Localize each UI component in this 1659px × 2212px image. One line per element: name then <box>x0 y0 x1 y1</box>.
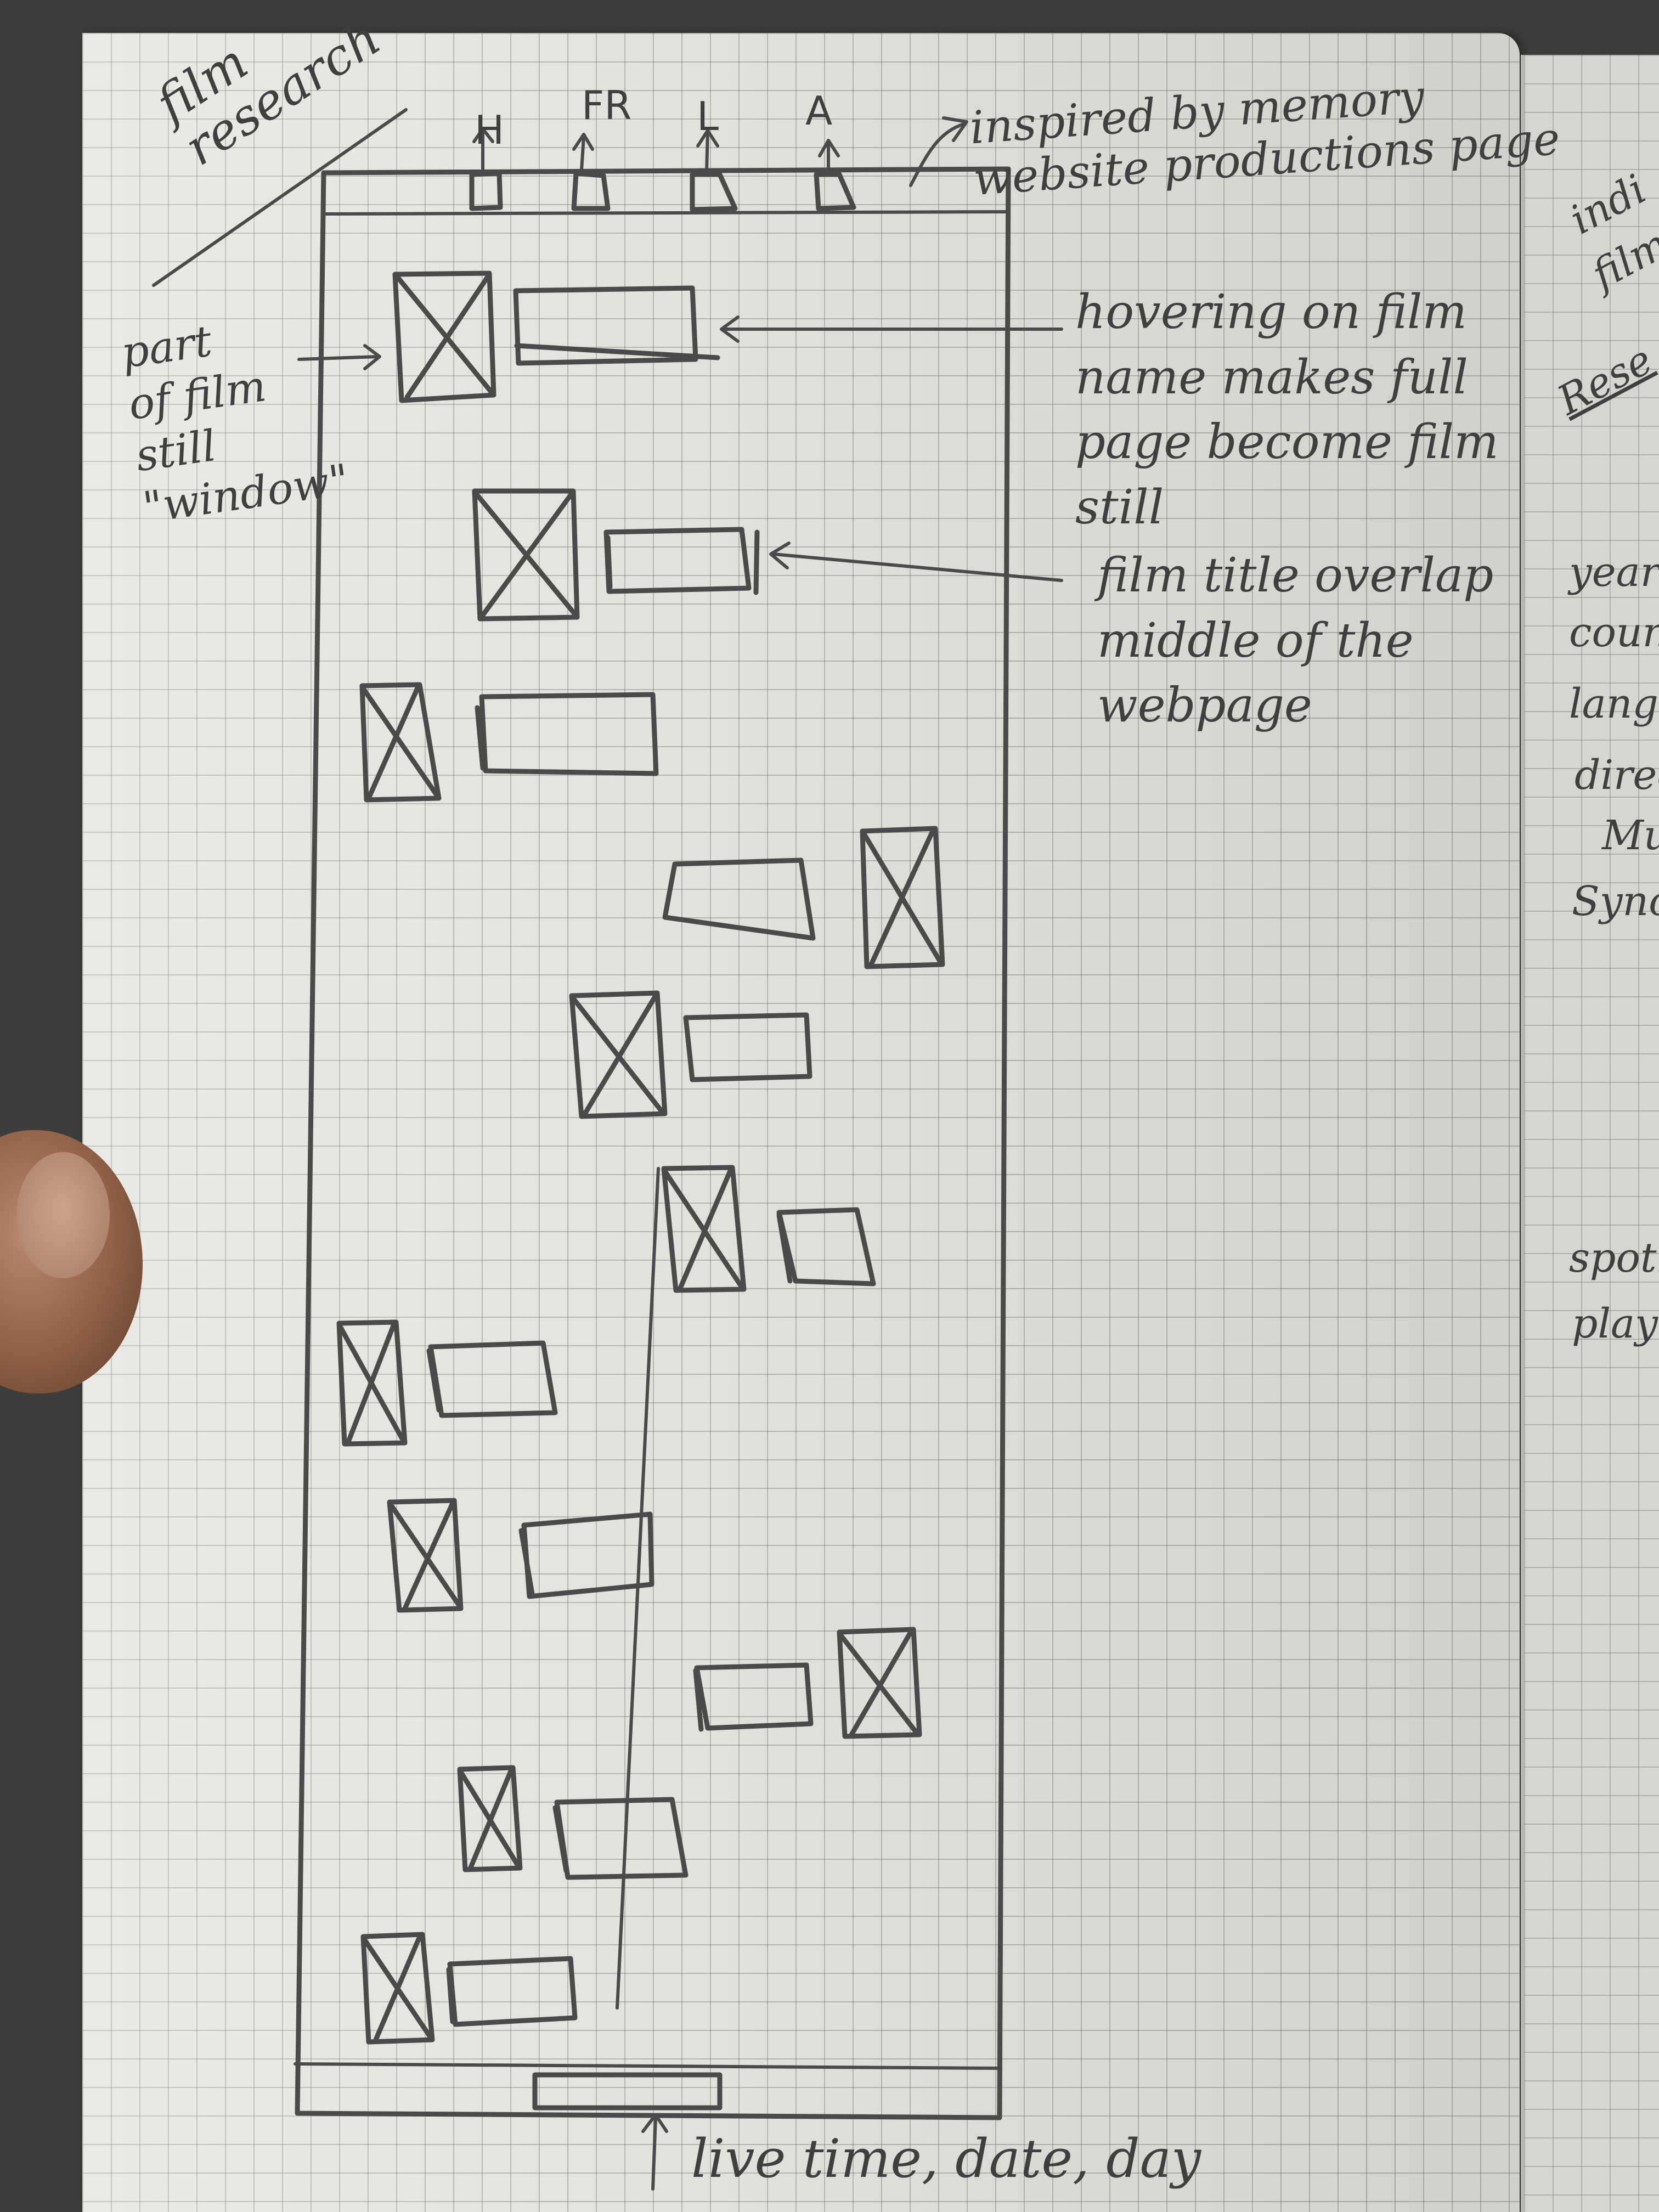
right-page-word: coun <box>1569 609 1659 656</box>
nav-icon-a <box>814 139 856 211</box>
header-bar <box>323 210 1009 216</box>
right-page-word: Syno <box>1572 878 1659 925</box>
film-row <box>457 1765 689 1880</box>
footer-bar <box>294 2062 1002 2070</box>
nav-label-l: L <box>697 93 719 139</box>
notebook-right-page <box>1521 55 1659 2212</box>
nav-icon-h <box>469 127 503 211</box>
right-page-word: langu <box>1569 680 1659 727</box>
window-note: part of film still "window" <box>118 317 352 533</box>
hover-arrow <box>720 315 1063 343</box>
right-page-word: direc <box>1575 752 1659 799</box>
title-underline <box>152 108 408 287</box>
film-row <box>387 1498 654 1613</box>
film-row <box>359 682 659 803</box>
film-row <box>693 1627 922 1739</box>
footer-arrow <box>641 2113 668 2191</box>
footer-clock-box <box>532 2072 723 2111</box>
right-page-word: year <box>1569 549 1659 596</box>
inspiration-arrow <box>909 116 968 187</box>
film-row <box>336 1319 558 1447</box>
right-page-word: Mu <box>1602 812 1659 859</box>
nav-label-h: H <box>475 107 505 153</box>
right-page-word: spoti <box>1569 1234 1659 1282</box>
overlap-arrow <box>769 541 1063 582</box>
finger-nail <box>16 1152 110 1278</box>
film-row <box>472 488 760 622</box>
footer-note: live time, date, day <box>691 2128 1201 2190</box>
right-page-word: play <box>1572 1300 1658 1347</box>
film-row <box>360 1932 578 2045</box>
window-arrow <box>297 344 381 370</box>
nav-label-a: A <box>805 88 833 134</box>
phone-frame <box>295 166 1011 2120</box>
film-row <box>392 270 720 403</box>
film-row <box>569 990 812 1119</box>
hover-note: hovering on film name makes full page be… <box>1075 285 1499 535</box>
nav-icon-fr <box>571 133 611 211</box>
nav-icon-l <box>690 129 738 212</box>
nav-label-fr: FR <box>582 82 632 128</box>
film-row <box>662 826 945 969</box>
film-row <box>661 1165 876 1293</box>
overlap-note: film title overlap middle of the webpage <box>1097 548 1494 733</box>
